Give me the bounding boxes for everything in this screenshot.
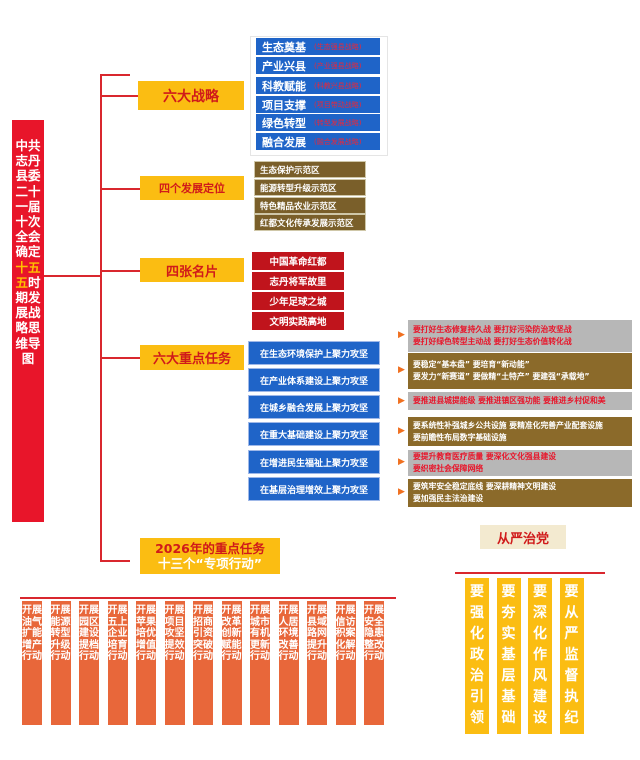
action-item: 开展苹果培优增值行动	[136, 601, 156, 725]
strategy-sub: (产业强县战略)	[314, 61, 362, 70]
detail-line: 要推进县城提能级 要推进镇区强功能 要推进乡村促和美	[413, 396, 606, 405]
position-item: 能源转型升级示范区	[254, 179, 366, 196]
position-item: 生态保护示范区	[254, 161, 366, 178]
branch-positions: 四个发展定位	[140, 176, 244, 200]
connector	[102, 270, 140, 272]
detail-line: 要打好生态修复持久战 要打好污染防治攻坚战	[413, 325, 572, 334]
title-highlight: 十五五	[15, 259, 41, 290]
detail-line: 要前瞻性布局数字基础设施	[413, 432, 507, 442]
action-item: 开展项目攻坚提效行动	[164, 601, 185, 725]
party-item: 要深化作风建设	[528, 578, 552, 734]
party-line	[455, 572, 605, 574]
detail-line: 要发力“新赛道” 要做精“土特产” 要建强“承载地”	[413, 372, 590, 381]
strategy-item: 项目支撑 (项目带动战略)	[256, 96, 380, 113]
arrow-icon: ▶	[398, 487, 405, 497]
title-part2: 时期发展战略思维导图	[15, 274, 41, 366]
action-item: 开展园区建设提档行动	[79, 601, 99, 725]
arrow-icon: ▶	[398, 396, 405, 406]
detail-line: 要打好绿色转型主动战 要打好生态价值转化战	[413, 337, 572, 346]
position-item: 红都文化传承发展示范区	[254, 214, 366, 231]
connector	[100, 560, 130, 562]
arrow-icon: ▶	[398, 365, 405, 375]
connector	[102, 357, 140, 359]
action-item: 开展县域路网提升行动	[307, 601, 327, 725]
strategy-item: 生态奠基 (生态强县战略)	[256, 38, 380, 55]
action-item: 开展油气扩能增产行动	[22, 601, 42, 725]
action-item: 开展信访积案化解行动	[335, 601, 356, 725]
action-item: 开展能源转型升级行动	[50, 601, 71, 725]
actions-line	[20, 597, 396, 599]
task-item: 在生态环境保护上聚力攻坚	[248, 341, 380, 365]
task-detail: 要筑牢安全稳定底线 要深耕精神文明建设要加强民主法治建设	[408, 479, 632, 507]
strategy-label: 项目支撑	[262, 98, 306, 112]
map-title: 中共志丹县委二十一届十次全会确定十五五时期发展战略思维导图	[12, 120, 44, 522]
detail-line: 要织密社会保障网络	[413, 464, 484, 473]
action-item: 开展五上企业培育行动	[107, 601, 128, 725]
task-item: 在产业体系建设上聚力攻坚	[248, 368, 380, 392]
strategy-label: 绿色转型	[262, 116, 306, 130]
strategy-item: 产业兴县 (产业强县战略)	[256, 57, 380, 74]
branch-2026-subtitle: 十三个“专项行动”	[158, 556, 262, 571]
party-item: 要强化政治引领	[465, 578, 489, 734]
connector	[100, 74, 130, 76]
strategy-sub: (生态强县战略)	[314, 42, 362, 51]
connector	[102, 188, 140, 190]
card-item: 文明实践高地	[252, 312, 344, 330]
detail-line: 要稳定“基本盘” 要培育“新动能”	[413, 360, 530, 369]
card-item: 少年足球之城	[252, 292, 344, 310]
arrow-icon: ▶	[398, 426, 405, 436]
arrow-icon: ▶	[398, 330, 405, 340]
party-item: 要夯实基层基础	[496, 578, 521, 734]
task-item: 在基层治理增效上聚力攻坚	[248, 477, 380, 501]
title-part1: 中共志丹县委二十一届十次全会确定	[15, 138, 41, 260]
strategy-item: 融合发展 (融合发展战略)	[256, 133, 380, 150]
action-item: 开展改革创新赋能行动	[221, 601, 242, 725]
branch-2026: 2026年的重点任务 十三个“专项行动”	[140, 538, 280, 574]
connector	[102, 95, 138, 97]
strategy-label: 科教赋能	[262, 79, 306, 93]
task-detail: 要稳定“基本盘” 要培育“新动能” 要发力“新赛道” 要做精“土特产” 要建强“承…	[408, 353, 632, 389]
detail-line: 要筑牢安全稳定底线 要深耕精神文明建设	[413, 482, 557, 491]
card-item: 志丹将军故里	[252, 272, 344, 290]
strategy-sub: (转型发展战略)	[314, 118, 362, 127]
task-detail: 要提升教育医疗质量 要深化文化强县建设要织密社会保障网络	[408, 450, 632, 476]
task-detail: 要系统性补强城乡公共设施 要精准化完善产业配套设施要前瞻性布局数字基础设施	[408, 417, 632, 446]
branch-2026-title: 2026年的重点任务	[155, 541, 265, 556]
arrow-icon: ▶	[398, 457, 405, 467]
task-item: 在城乡融合发展上聚力攻坚	[248, 395, 380, 419]
strategy-item: 科教赋能 (科教兴县战略)	[256, 77, 380, 94]
strategy-item: 绿色转型 (转型发展战略)	[256, 114, 380, 131]
strategy-label: 融合发展	[262, 135, 306, 149]
detail-line: 要系统性补强城乡公共设施 要精准化完善产业配套设施	[413, 420, 603, 430]
task-item: 在增进民生福祉上聚力攻坚	[248, 450, 380, 474]
branch-strategies: 六大战略	[138, 81, 244, 110]
strategy-label: 产业兴县	[262, 59, 306, 73]
detail-line: 要提升教育医疗质量 要深化文化强县建设	[413, 452, 557, 461]
action-item: 开展人居环境改善行动	[278, 601, 299, 725]
trunk-line	[100, 74, 102, 562]
strategy-sub: (融合发展战略)	[314, 137, 362, 146]
branch-tasks: 六大重点任务	[140, 345, 244, 370]
branch-party: 从严治党	[480, 525, 566, 549]
action-item: 开展城市有机更新行动	[250, 601, 270, 725]
action-item: 开展安全隐患整改行动	[364, 601, 384, 725]
detail-line: 要加强民主法治建设	[413, 494, 484, 503]
party-item: 要从严监督执纪	[559, 578, 584, 734]
strategies-group	[250, 36, 388, 156]
task-item: 在重大基础建设上聚力攻坚	[248, 422, 380, 446]
strategy-sub: (科教兴县战略)	[314, 81, 362, 90]
card-item: 中国革命红都	[252, 252, 344, 270]
strategy-label: 生态奠基	[262, 40, 306, 54]
position-item: 特色精品农业示范区	[254, 197, 366, 214]
task-detail: 要推进县城提能级 要推进镇区强功能 要推进乡村促和美	[408, 392, 632, 410]
task-detail: 要打好生态修复持久战 要打好污染防治攻坚战要打好绿色转型主动战 要打好生态价值转…	[408, 320, 632, 352]
connector	[44, 275, 100, 277]
action-item: 开展招商引资突破行动	[193, 601, 213, 725]
strategy-sub: (项目带动战略)	[314, 100, 362, 109]
branch-cards: 四张名片	[140, 258, 244, 282]
